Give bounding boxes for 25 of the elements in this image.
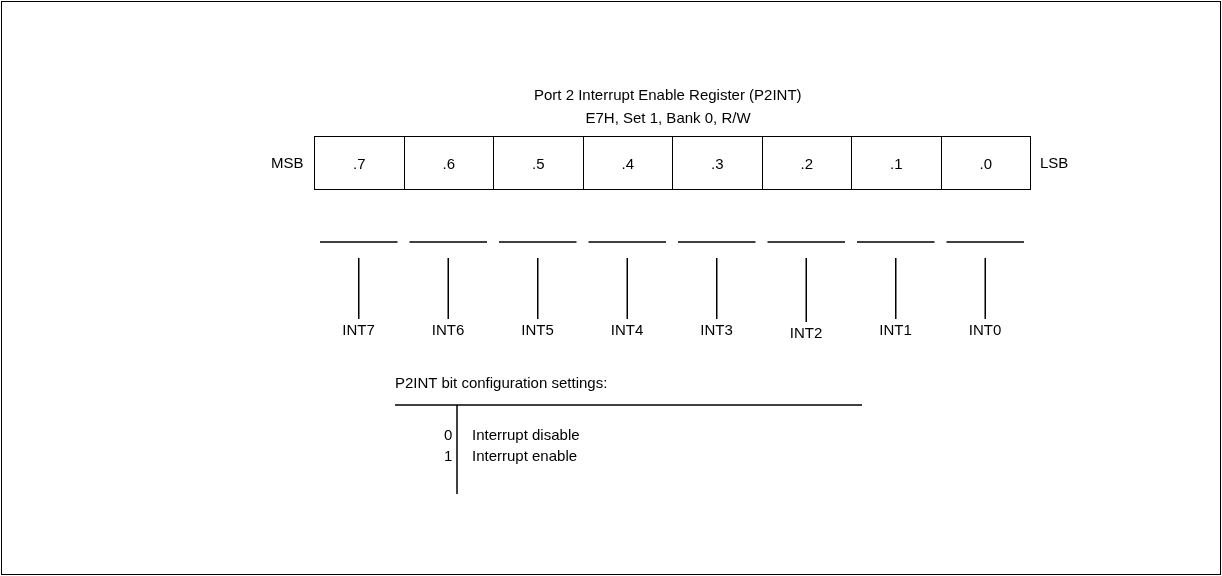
bit-name: INT5 bbox=[521, 321, 554, 339]
settings-heading: P2INT bit configuration settings: bbox=[395, 374, 608, 392]
register-bit-cell: .3 bbox=[672, 136, 763, 190]
bit-name: INT7 bbox=[342, 321, 375, 339]
lsb-label: LSB bbox=[1040, 154, 1069, 172]
bit-value: 1 bbox=[444, 447, 453, 465]
register-bit-cell: .7 bbox=[314, 136, 405, 190]
bit-name: INT1 bbox=[879, 321, 912, 339]
register-bit-cell: .1 bbox=[851, 136, 942, 190]
setting-description: Interrupt disable bbox=[472, 426, 580, 444]
bit-value: 0 bbox=[444, 426, 453, 444]
register-title: Port 2 Interrupt Enable Register (P2INT) bbox=[534, 86, 802, 104]
setting-description: Interrupt enable bbox=[472, 447, 578, 465]
bit-name: INT6 bbox=[431, 321, 465, 339]
bit-name: INT3 bbox=[700, 321, 733, 339]
bit-name: INT2 bbox=[789, 324, 823, 342]
register-bit-cell: .4 bbox=[582, 136, 673, 190]
register-address-note: E7H, Set 1, Bank 0, R/W bbox=[585, 109, 751, 127]
register-bit-cell: .2 bbox=[761, 136, 852, 190]
msb-label: MSB bbox=[271, 154, 304, 172]
register-bit-cell: .6 bbox=[403, 136, 494, 190]
bit-name: INT4 bbox=[610, 321, 644, 339]
register-bit-cell: .0 bbox=[940, 136, 1031, 190]
register-bit-cell: .5 bbox=[493, 136, 584, 190]
bit-name: INT0 bbox=[968, 321, 1002, 339]
